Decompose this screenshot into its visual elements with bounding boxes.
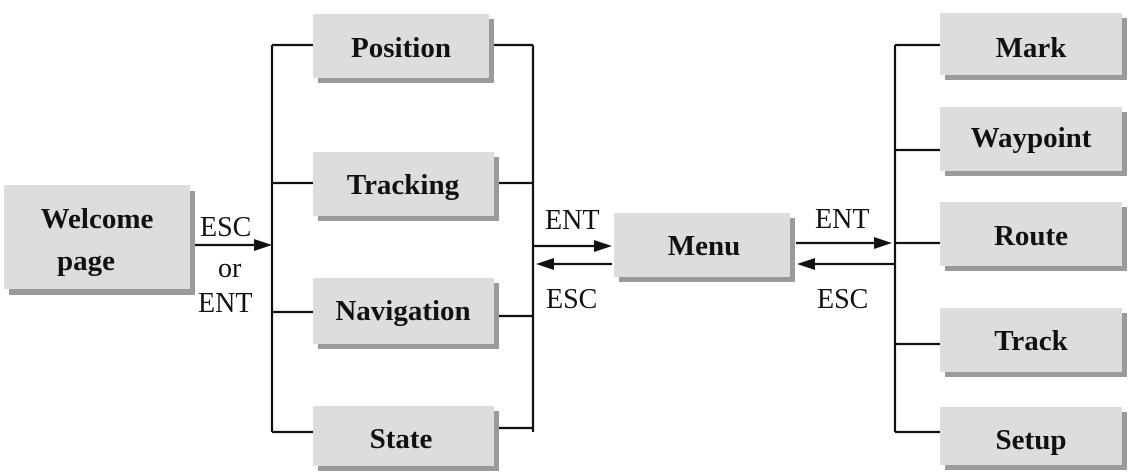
position-node: Position — [313, 14, 494, 83]
waypoint-label: Waypoint — [971, 122, 1092, 154]
mark-label: Mark — [996, 32, 1068, 64]
waypoint-node: Waypoint — [940, 107, 1127, 176]
welcome-esc-label: ESC — [200, 212, 251, 243]
from-menu-esc-label: ESC — [546, 284, 597, 315]
state-label: State — [370, 423, 433, 455]
route-node: Route — [940, 202, 1127, 271]
connectors — [193, 43, 940, 434]
state-node: State — [313, 406, 499, 471]
welcome-page-node: Welcome page — [4, 185, 195, 295]
welcome-ent-label: ENT — [198, 288, 252, 319]
welcome-or-label: or — [218, 253, 242, 284]
setup-label: Setup — [996, 424, 1067, 456]
position-label: Position — [351, 32, 451, 64]
welcome-label-line1: Welcome — [41, 203, 154, 235]
track-label: Track — [994, 325, 1068, 357]
track-node: Track — [940, 308, 1127, 377]
menu-right-esc-label: ESC — [817, 284, 868, 315]
navigation-node: Navigation — [313, 278, 499, 349]
menu-right-ent-label: ENT — [815, 204, 869, 235]
menu-label: Menu — [668, 230, 741, 262]
menu-to-right-bus-arrowhead — [874, 237, 892, 249]
welcome-label-line2: page — [57, 245, 115, 277]
navigation-label: Navigation — [335, 295, 470, 327]
route-label: Route — [994, 220, 1068, 252]
from-menu-arrowhead — [536, 258, 554, 270]
setup-node: Setup — [940, 407, 1127, 470]
right-bus-to-menu-arrowhead — [797, 258, 815, 270]
welcome-to-bus-arrowhead — [254, 239, 272, 251]
tracking-node: Tracking — [313, 152, 499, 221]
mark-node: Mark — [940, 13, 1127, 80]
to-menu-arrowhead — [594, 240, 612, 252]
menu-node: Menu — [614, 213, 795, 282]
tracking-label: Tracking — [347, 169, 460, 201]
to-menu-ent-label: ENT — [545, 205, 599, 236]
